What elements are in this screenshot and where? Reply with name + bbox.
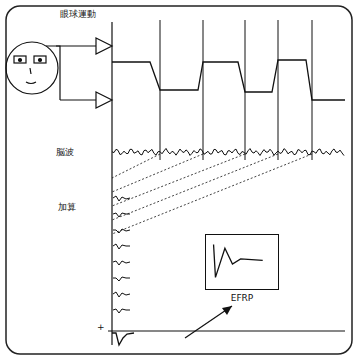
face-icon — [6, 38, 112, 108]
waveform-line — [214, 245, 263, 278]
result-box: EFRP — [205, 234, 279, 303]
label-text: 脳波 — [56, 148, 74, 158]
efrp-waveform — [206, 235, 269, 288]
eeg-trace — [112, 148, 344, 155]
label-text: 加算 — [58, 203, 76, 213]
time-axis — [111, 22, 112, 345]
epoch-line — [112, 154, 245, 206]
baseline-axis — [108, 330, 345, 331]
epoch-waveform — [113, 229, 130, 233]
label-text: 眼球運動 — [60, 10, 96, 20]
waveform-box — [205, 234, 279, 290]
node-title: EFRP — [205, 293, 279, 303]
epoch-line — [112, 154, 203, 192]
epoch-waveform — [113, 277, 130, 281]
result-arrow — [185, 306, 232, 338]
epoch-waveforms — [113, 196, 130, 313]
epoch-lines — [112, 154, 312, 234]
epoch-line — [112, 154, 312, 234]
epoch-waveform — [113, 292, 130, 297]
epoch-waveform — [113, 309, 130, 313]
epoch-line — [112, 154, 160, 178]
epoch-waveform — [113, 261, 130, 265]
eye-movement-trace — [112, 60, 345, 100]
epoch-line — [112, 154, 278, 220]
averaged-waveform — [112, 333, 134, 345]
frame — [6, 6, 352, 354]
epoch-waveform — [113, 244, 130, 249]
label-text: + — [97, 323, 105, 333]
epoch-waveform — [113, 196, 130, 201]
fixation-markers — [160, 20, 312, 160]
result-arrowhead — [222, 306, 232, 315]
epoch-waveform — [113, 213, 130, 217]
